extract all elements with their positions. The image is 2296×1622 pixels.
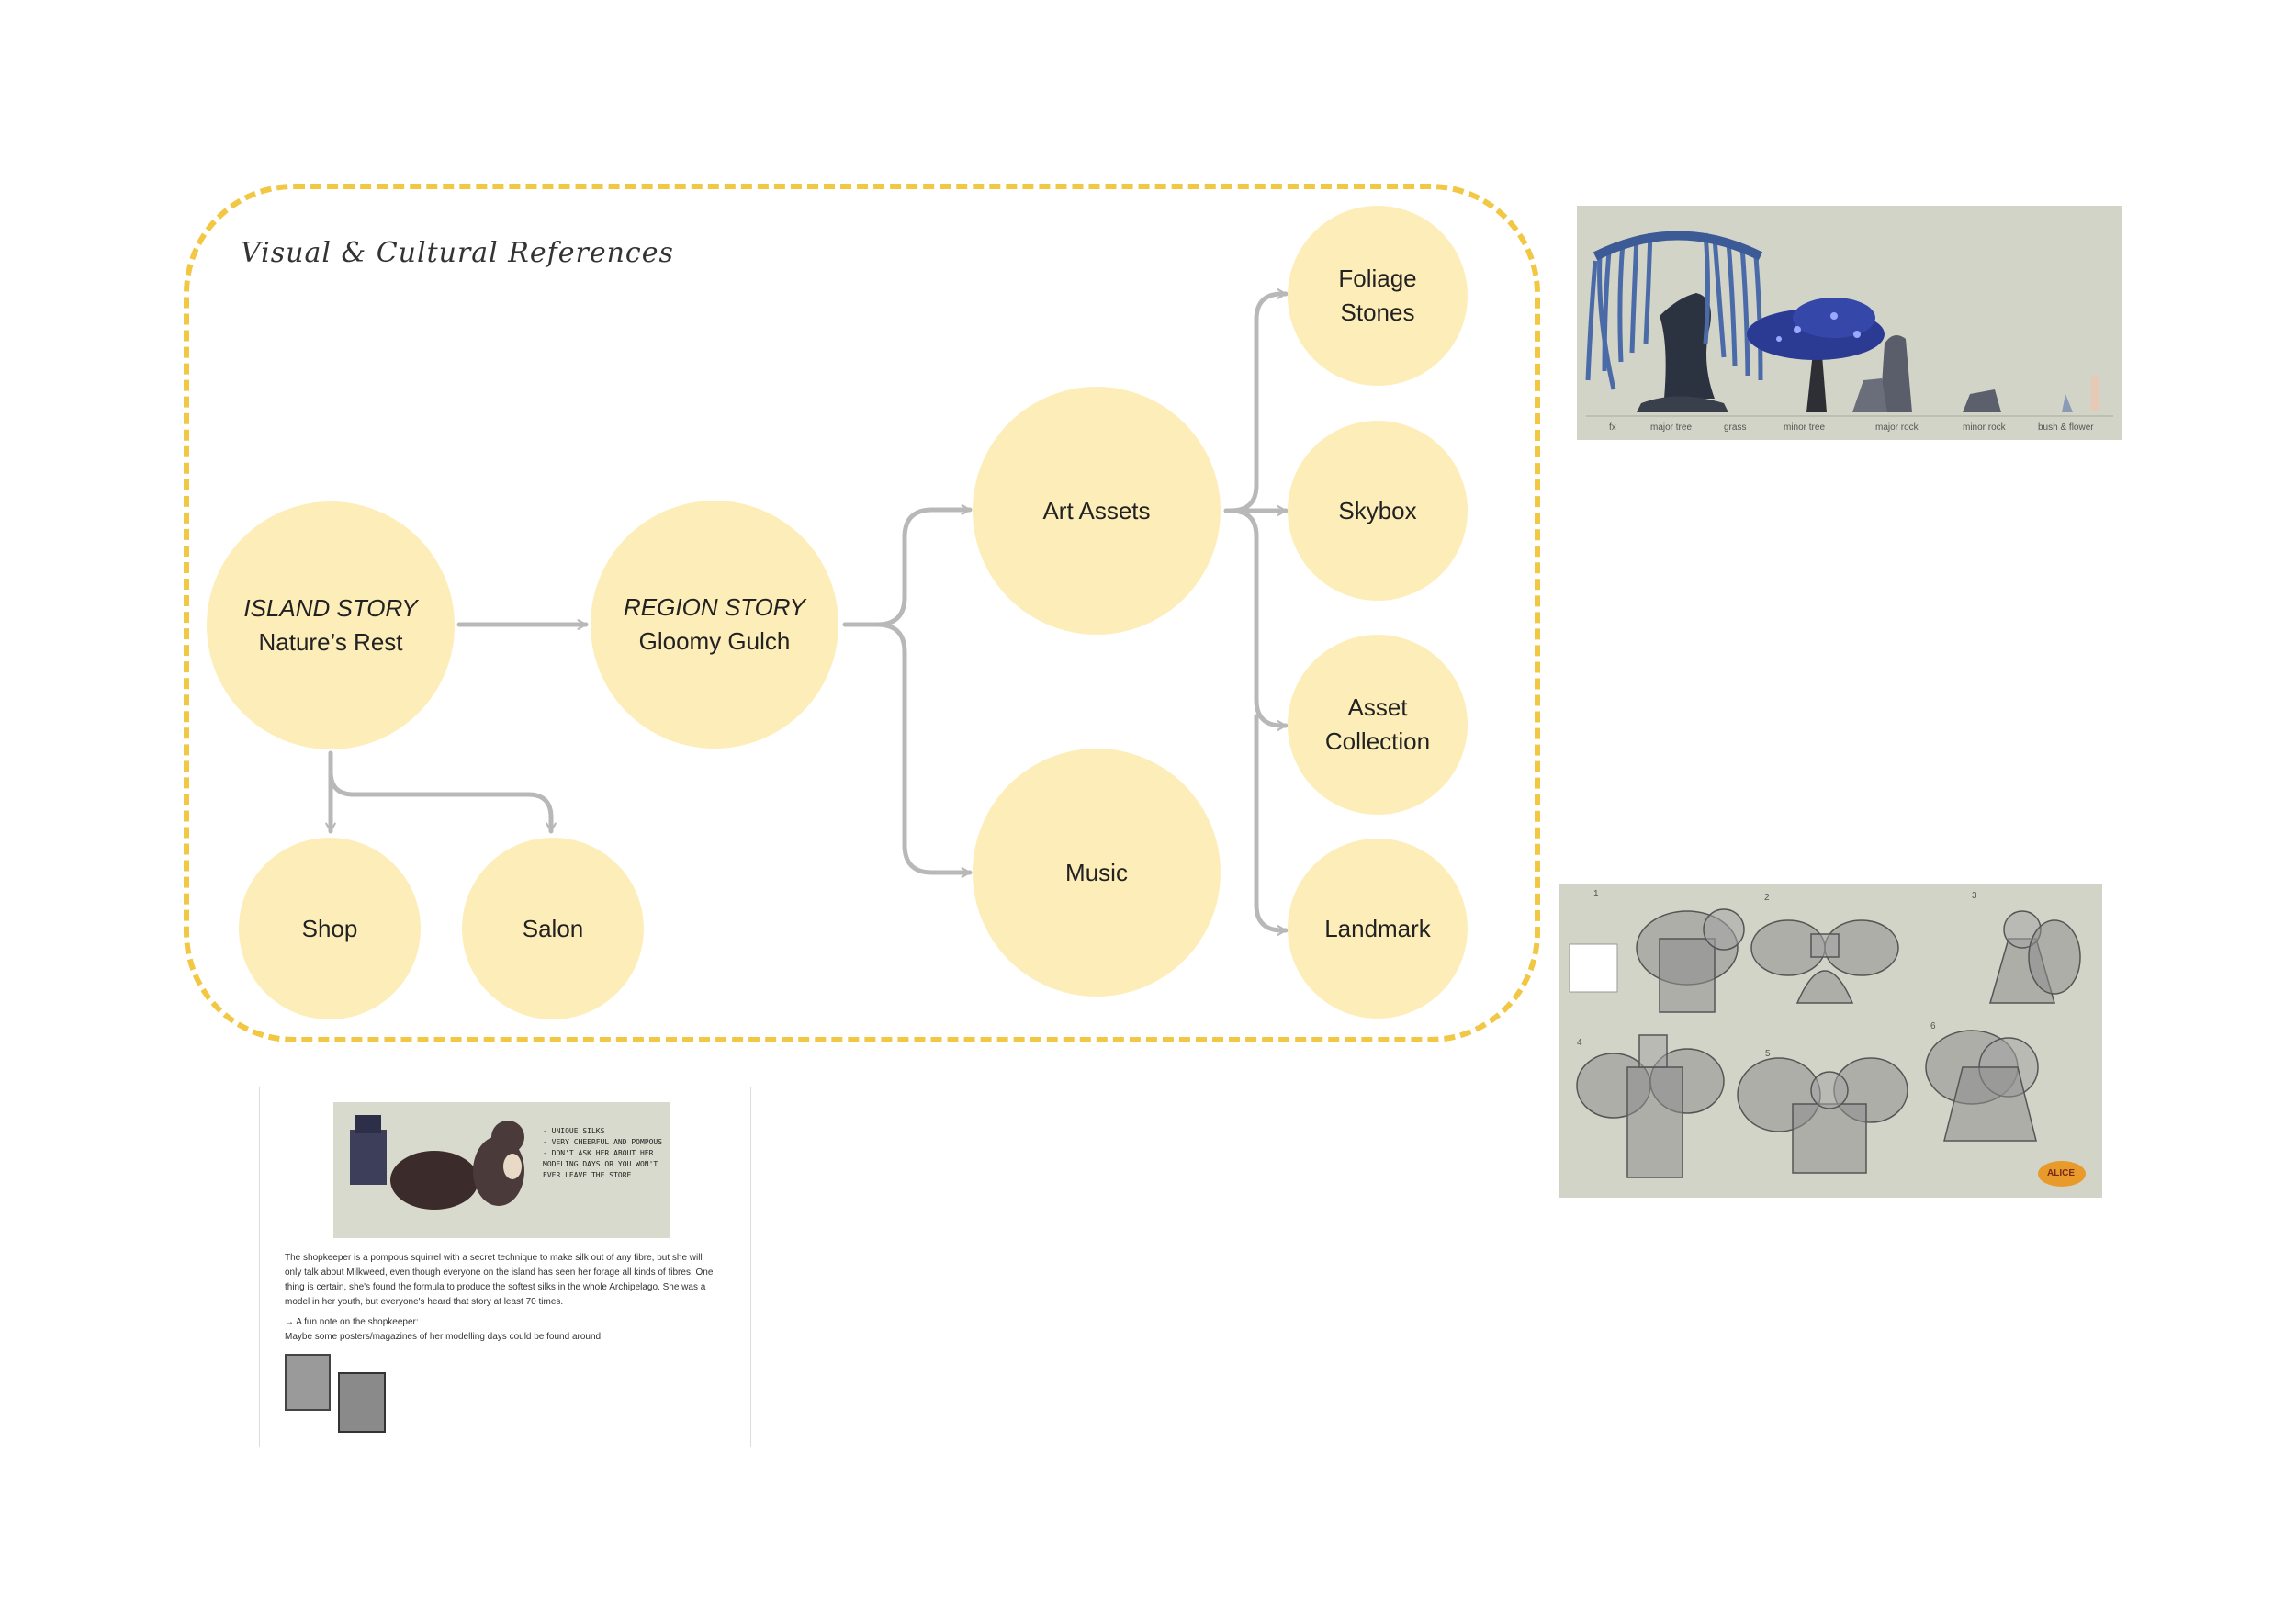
strip-label-major-tree: major tree (1650, 422, 1693, 433)
sketch-3 (1989, 910, 2081, 1004)
stones-label: Stones (1340, 298, 1415, 326)
landmark-sketch-sheet[interactable]: 1 2 3 4 5 6 ALICE (1559, 884, 2102, 1198)
sketch-number-3: 3 (1972, 891, 1977, 901)
arrow-art-to-foliage (1228, 288, 1289, 513)
group-title: Visual & Cultural References (241, 237, 674, 269)
bush-flower-art (2062, 376, 2099, 412)
arrow-region-to-music (874, 622, 973, 878)
poster-thumbnail-1 (285, 1354, 331, 1411)
node-island-story[interactable]: ISLAND STORY Nature’s Rest (207, 501, 455, 749)
node-foliage-stones[interactable]: Foliage Stones (1288, 206, 1468, 386)
sketch-6 (1925, 1030, 2039, 1142)
minor-rock-art (1963, 389, 2001, 412)
arrow-art-to-landmark (1254, 714, 1289, 936)
island-story-heading: ISLAND STORY (243, 594, 418, 622)
landmark-label: Landmark (1324, 914, 1431, 942)
skybox-label: Skybox (1338, 496, 1417, 524)
sketch-1 (1636, 908, 1745, 1013)
major-rock-art (1852, 335, 1912, 412)
alice-logo (2038, 1161, 2086, 1187)
poster-thumbnail-2 (338, 1372, 386, 1433)
strip-label-major-rock: major rock (1875, 422, 1919, 433)
asset-label: Asset (1347, 693, 1408, 721)
strip-label-minor-tree: minor tree (1784, 422, 1826, 433)
arrow-art-to-asset-collection (1228, 508, 1289, 731)
node-skybox[interactable]: Skybox (1288, 421, 1468, 601)
sketch-4 (1576, 1034, 1725, 1178)
shopkeeper-illustration (350, 1115, 524, 1210)
region-story-name: Gloomy Gulch (638, 627, 791, 655)
reference-thumbnail (1569, 943, 1618, 993)
island-story-name: Nature’s Rest (258, 628, 403, 656)
sketch-number-1: 1 (1593, 889, 1599, 899)
node-art-assets[interactable]: Art Assets (973, 387, 1221, 635)
art-assets-label: Art Assets (1042, 496, 1151, 524)
strip-label-grass: grass (1724, 422, 1747, 433)
sketch-number-5: 5 (1765, 1049, 1771, 1059)
node-music[interactable]: Music (973, 749, 1221, 997)
node-landmark[interactable]: Landmark (1288, 839, 1468, 1019)
foliage-label: Foliage (1338, 265, 1417, 292)
note-line-2: - VERY CHEERFUL AND POMPOUS (543, 1138, 663, 1146)
arrow-island-to-salon (328, 769, 557, 834)
shopkeeper-notes: - UNIQUE SILKS - VERY CHEERFUL AND POMPO… (543, 1126, 667, 1181)
node-salon[interactable]: Salon (462, 838, 644, 1019)
music-label: Music (1065, 858, 1128, 886)
sketch-sheet-illustration (1569, 908, 2086, 1187)
willow-tree-art (1585, 231, 1763, 412)
sketch-number-6: 6 (1930, 1021, 1936, 1031)
note-line-3: - DON'T ASK HER ABOUT HER (543, 1149, 654, 1157)
sketch-5 (1737, 1057, 1908, 1174)
note-line-4: MODELING DAYS OR YOU WON'T (543, 1160, 658, 1168)
node-shop[interactable]: Shop (239, 838, 421, 1019)
strip-label-fx: fx (1609, 422, 1616, 433)
collection-label: Collection (1324, 727, 1431, 755)
note-line-1: - UNIQUE SILKS (543, 1127, 605, 1135)
shop-label: Shop (301, 914, 358, 942)
sketch-number-4: 4 (1577, 1038, 1582, 1048)
alice-logo-text: ALICE (2047, 1168, 2075, 1178)
asset-strip-image[interactable]: fx major tree grass minor tree major roc… (1577, 206, 2122, 440)
minor-tree-art (1747, 298, 1885, 412)
salon-label: Salon (522, 914, 584, 942)
asset-strip-illustration (1585, 231, 2113, 417)
note-line-5: EVER LEAVE THE STORE (543, 1171, 632, 1179)
shopkeeper-document[interactable]: - UNIQUE SILKS - VERY CHEERFUL AND POMPO… (259, 1087, 751, 1447)
node-region-story[interactable]: REGION STORY Gloomy Gulch (591, 501, 838, 749)
sketch-2 (1750, 919, 1899, 1004)
fun-note-title: → A fun note on the shopkeeper: (285, 1317, 419, 1327)
strip-label-minor-rock: minor rock (1963, 422, 2006, 433)
arrow-region-to-art (842, 504, 973, 627)
references-group-frame (184, 184, 1540, 1042)
fun-note-body: Maybe some posters/magazines of her mode… (285, 1332, 602, 1342)
shopkeeper-description: The shopkeeper is a pompous squirrel wit… (285, 1253, 714, 1307)
shopkeeper-image: - UNIQUE SILKS - VERY CHEERFUL AND POMPO… (333, 1102, 670, 1238)
sketch-number-2: 2 (1764, 893, 1770, 903)
region-story-heading: REGION STORY (624, 593, 805, 621)
strip-label-bush-flower: bush & flower (2038, 422, 2094, 433)
node-asset-collection[interactable]: Asset Collection (1288, 635, 1468, 815)
